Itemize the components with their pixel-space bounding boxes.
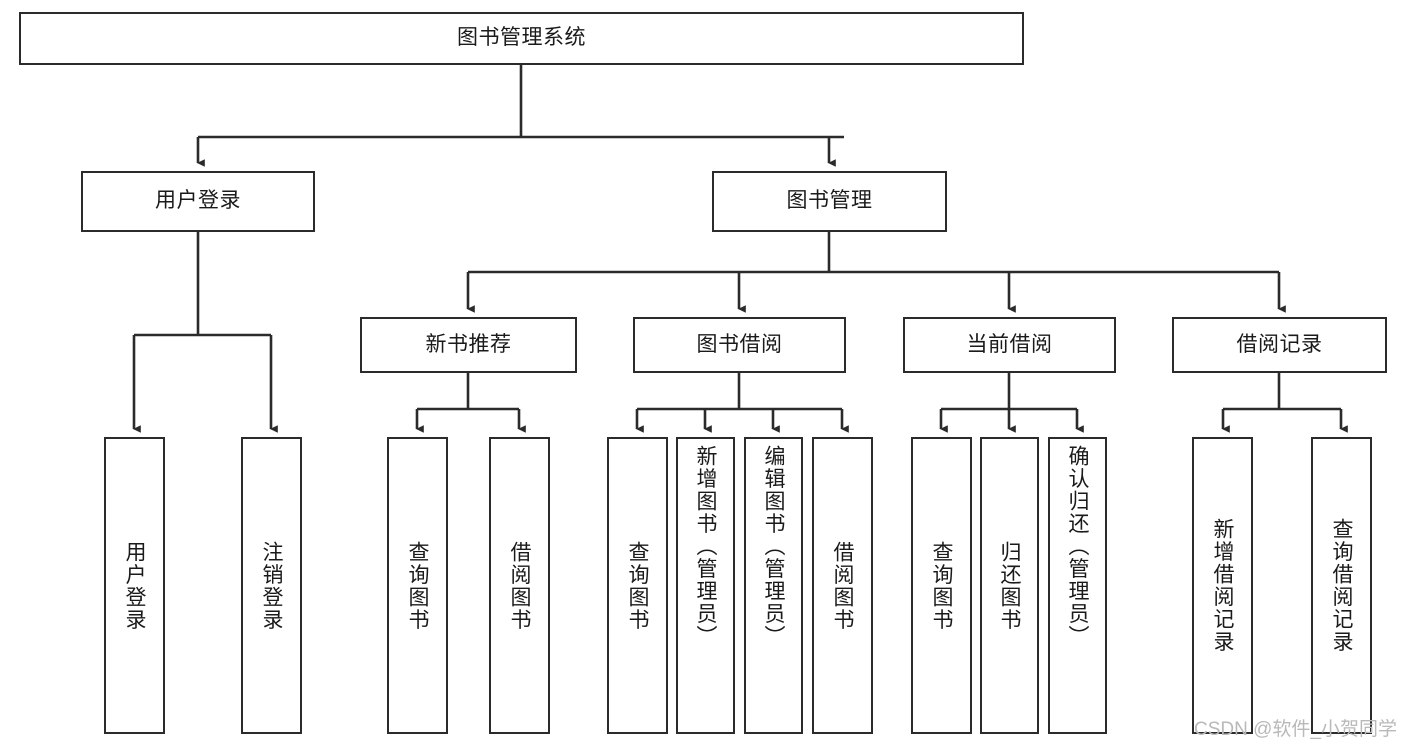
node-leaf-query-book-a[interactable]: 查询图书 bbox=[387, 437, 448, 734]
node-borrow-record-label: 借阅记录 bbox=[1236, 332, 1323, 356]
node-current-borrow-label: 当前借阅 bbox=[966, 332, 1053, 356]
node-leaf-user-login[interactable]: 用户登录 bbox=[104, 437, 165, 734]
node-book-manage-label: 图书管理 bbox=[786, 189, 873, 213]
node-root[interactable]: 图书管理系统 bbox=[19, 12, 1024, 65]
node-leaf-query-record-label: 查询借阅记录 bbox=[1330, 518, 1353, 653]
node-leaf-confirm-return[interactable]: 确认归还（管理员） bbox=[1048, 437, 1107, 734]
node-user-login-label: 用户登录 bbox=[155, 189, 241, 213]
node-leaf-query-book-c[interactable]: 查询图书 bbox=[911, 437, 972, 734]
node-leaf-edit-book[interactable]: 编辑图书（管理员） bbox=[744, 437, 803, 734]
node-leaf-borrow-book-b[interactable]: 借阅图书 bbox=[812, 437, 873, 734]
node-leaf-query-book-b[interactable]: 查询图书 bbox=[607, 437, 668, 734]
node-root-label: 图书管理系统 bbox=[457, 26, 586, 50]
node-leaf-borrow-book-a[interactable]: 借阅图书 bbox=[489, 437, 550, 734]
node-leaf-add-book-label: 新增图书（管理员） bbox=[694, 445, 717, 648]
node-leaf-query-book-c-label: 查询图书 bbox=[930, 540, 953, 631]
node-leaf-borrow-book-b-label: 借阅图书 bbox=[831, 540, 854, 631]
node-borrow-record[interactable]: 借阅记录 bbox=[1172, 317, 1387, 373]
node-book-borrow[interactable]: 图书借阅 bbox=[633, 317, 846, 373]
node-new-book-rec-label: 新书推荐 bbox=[425, 332, 512, 356]
node-leaf-query-book-a-label: 查询图书 bbox=[406, 540, 429, 631]
node-leaf-logout-label: 注销登录 bbox=[260, 540, 283, 631]
node-current-borrow[interactable]: 当前借阅 bbox=[903, 317, 1116, 373]
node-book-manage[interactable]: 图书管理 bbox=[712, 171, 947, 232]
node-new-book-rec[interactable]: 新书推荐 bbox=[360, 317, 577, 373]
node-leaf-confirm-return-label: 确认归还（管理员） bbox=[1066, 445, 1089, 648]
node-leaf-query-book-b-label: 查询图书 bbox=[626, 540, 649, 631]
node-leaf-add-book[interactable]: 新增图书（管理员） bbox=[676, 437, 735, 734]
node-leaf-logout[interactable]: 注销登录 bbox=[241, 437, 302, 734]
node-leaf-edit-book-label: 编辑图书（管理员） bbox=[762, 445, 785, 648]
node-leaf-add-record-label: 新增借阅记录 bbox=[1211, 518, 1234, 653]
node-leaf-return-book[interactable]: 归还图书 bbox=[980, 437, 1039, 734]
node-leaf-add-record[interactable]: 新增借阅记录 bbox=[1192, 437, 1253, 734]
node-leaf-borrow-book-a-label: 借阅图书 bbox=[508, 540, 531, 631]
node-user-login[interactable]: 用户登录 bbox=[81, 171, 315, 232]
node-leaf-query-record[interactable]: 查询借阅记录 bbox=[1311, 437, 1372, 734]
node-book-borrow-label: 图书借阅 bbox=[696, 332, 783, 356]
node-leaf-user-login-label: 用户登录 bbox=[123, 540, 146, 631]
node-leaf-return-book-label: 归还图书 bbox=[998, 540, 1021, 631]
